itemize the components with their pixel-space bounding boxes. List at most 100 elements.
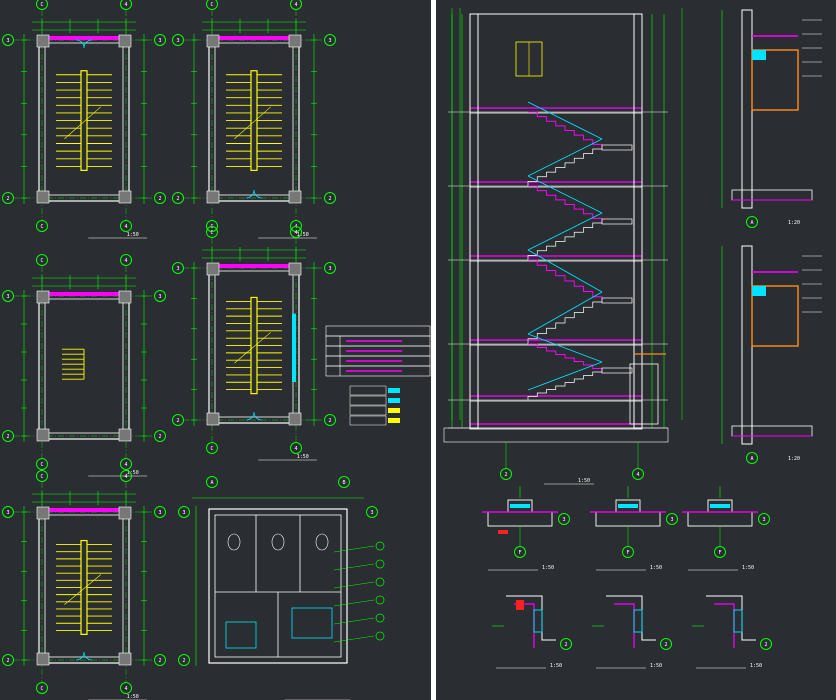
axis-bubble-top: C xyxy=(36,470,48,482)
axis-bubble-right: 3 xyxy=(154,506,166,518)
axis-label: 2 xyxy=(6,434,9,440)
walk-line xyxy=(64,574,101,605)
detail-scale: 1:50 xyxy=(650,663,662,669)
axis-bubble-foot: C xyxy=(206,442,218,454)
door-swing xyxy=(83,39,93,49)
inner-wall xyxy=(44,514,124,658)
axis-label: 3 xyxy=(562,517,565,523)
stair-flight xyxy=(527,222,602,260)
ground xyxy=(443,427,669,443)
side-room xyxy=(629,363,659,425)
finish-band xyxy=(209,36,299,40)
red-mark xyxy=(498,530,508,534)
axis-bubble-bottom: 2 xyxy=(172,192,184,204)
axis-bubble-foot-right: 4 xyxy=(290,442,302,454)
column xyxy=(36,506,50,520)
leader-bubble xyxy=(375,613,385,623)
landing xyxy=(601,218,633,225)
axis-bubble-foot-right: 4 xyxy=(120,682,132,694)
axis-label: 3 xyxy=(158,294,161,300)
beam xyxy=(595,511,661,527)
axis-label: 4 xyxy=(124,474,127,480)
plan-scale: 1:50 xyxy=(127,232,139,238)
plan-scale: 1:50 xyxy=(127,694,139,700)
corner-wall xyxy=(706,595,756,641)
axis-circle xyxy=(324,192,336,204)
stair-flight xyxy=(527,301,602,344)
axis-circle xyxy=(746,452,758,464)
axis-bubble-top: C xyxy=(206,226,218,238)
axis-label: 3 xyxy=(158,510,161,516)
axis-label: C xyxy=(40,686,43,692)
cyan-frame xyxy=(633,609,643,633)
axis-label: C xyxy=(210,2,213,8)
axis-bubble-3: 3 xyxy=(666,513,678,525)
axis-label: 4 xyxy=(124,686,127,692)
axis-label: 2 xyxy=(6,658,9,664)
axis-label: C xyxy=(210,230,213,236)
handrail xyxy=(527,361,603,391)
handrail xyxy=(527,333,603,363)
axis-circle xyxy=(290,226,302,238)
inner-wall xyxy=(214,270,294,418)
axis-bubble-right: 3 xyxy=(324,34,336,46)
cyan-frame xyxy=(533,609,543,633)
left-wall xyxy=(469,13,479,429)
axis-label: 2 xyxy=(328,418,331,424)
detail-scale: 1:50 xyxy=(750,663,762,669)
handrail xyxy=(527,291,603,335)
column xyxy=(118,428,132,442)
leader-bubble xyxy=(375,577,385,587)
legend-table xyxy=(325,325,431,426)
landing xyxy=(601,297,633,304)
axis-bubble-f: F xyxy=(714,546,726,558)
axis-label: 2 xyxy=(158,434,161,440)
finish-band xyxy=(39,36,129,40)
fixture xyxy=(315,533,329,551)
outer-wall xyxy=(208,264,300,424)
axis-circle xyxy=(178,654,190,666)
axis-bubble-a: A xyxy=(206,476,218,488)
axis-label: 3 xyxy=(670,517,673,523)
axis-bubble-detail: A xyxy=(746,452,758,464)
axis-circle xyxy=(632,468,644,480)
leader-line xyxy=(333,635,375,643)
axis-label: C xyxy=(40,2,43,8)
axis-circle xyxy=(290,220,302,232)
axis-bubble-left: 3 xyxy=(2,290,14,302)
axis-circle xyxy=(120,254,132,266)
landing xyxy=(601,367,633,374)
axis-label: 4 xyxy=(124,2,127,8)
node-detail-1: F31:50 xyxy=(590,486,678,571)
axis-circle xyxy=(120,220,132,232)
axis-circle xyxy=(206,220,218,232)
axis-bubble-top-right: 4 xyxy=(290,226,302,238)
axis-bubble-foot: C xyxy=(36,682,48,694)
column xyxy=(288,190,302,204)
axis-bubble-bottom: 2 xyxy=(2,654,14,666)
plan-scale: 1:50 xyxy=(297,454,309,460)
corner-finish xyxy=(714,603,735,648)
axis-circle xyxy=(290,0,302,10)
axis-label: 3 xyxy=(158,38,161,44)
detail-scale: 1:50 xyxy=(550,663,562,669)
column xyxy=(206,262,220,276)
stair-flight xyxy=(528,111,603,149)
axis-circle xyxy=(514,546,526,558)
axis-circle xyxy=(206,226,218,238)
column xyxy=(36,190,50,204)
outer-wall xyxy=(38,36,130,202)
leader-bubble xyxy=(375,559,385,569)
door-swing xyxy=(253,411,263,421)
leader-line xyxy=(333,563,375,571)
axis-bubble-foot-right: 4 xyxy=(120,458,132,470)
key-cell xyxy=(349,385,387,396)
axis-circle xyxy=(660,638,672,650)
axis-circle xyxy=(36,682,48,694)
